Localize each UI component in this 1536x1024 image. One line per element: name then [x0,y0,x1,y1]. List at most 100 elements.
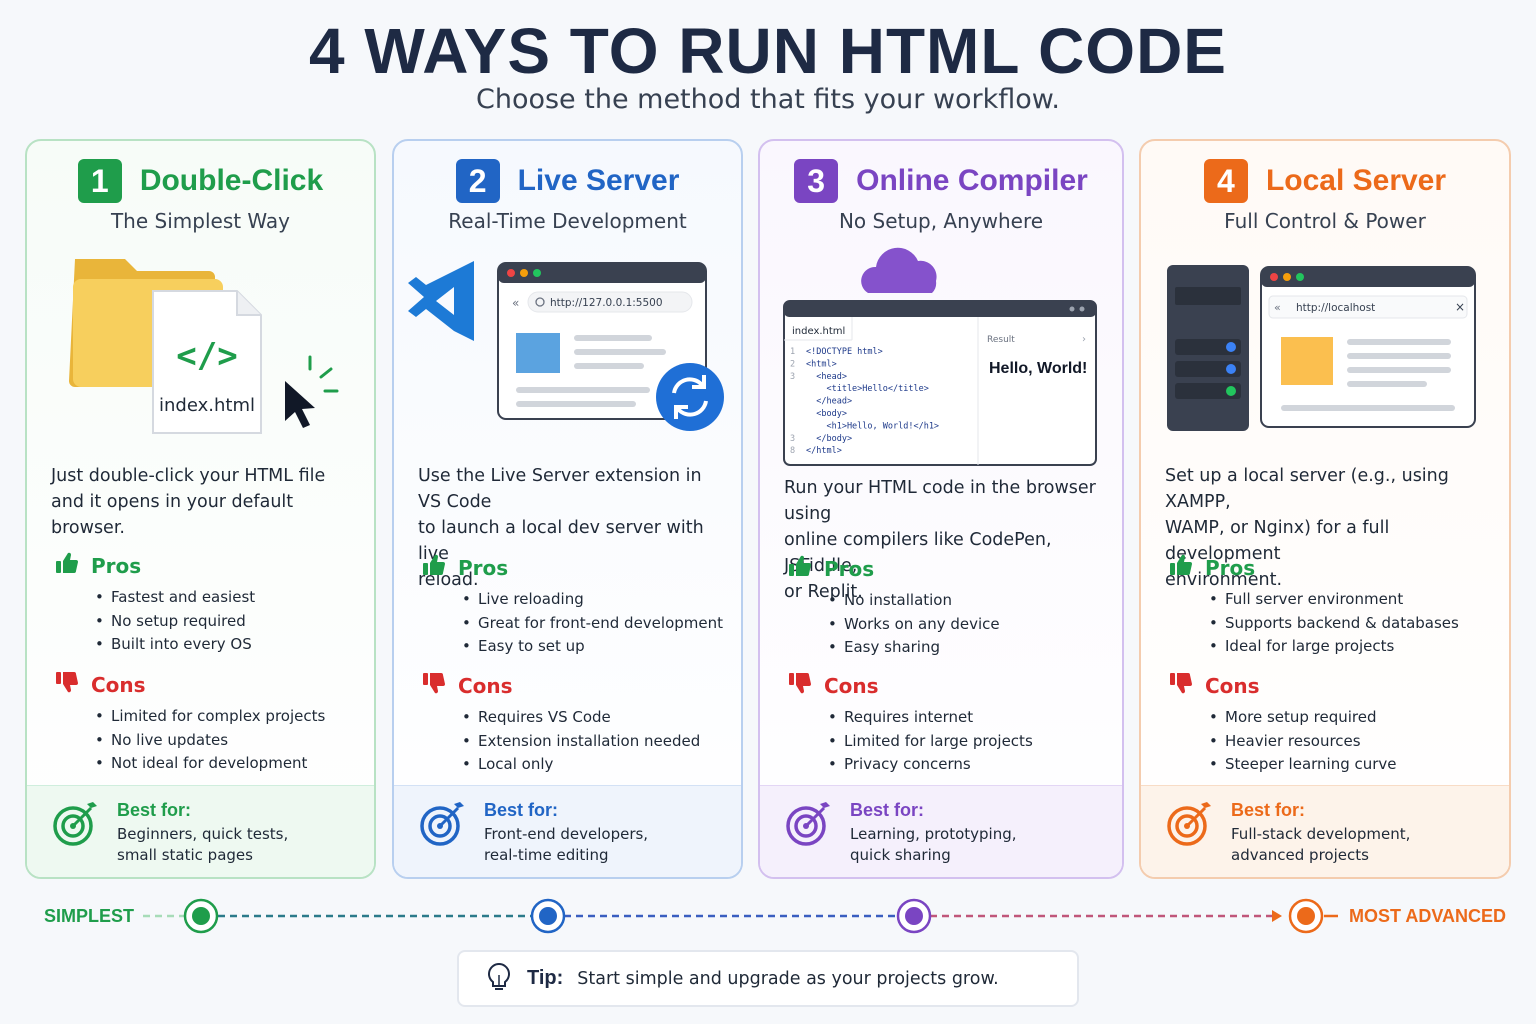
best-for-label: Best for: [850,800,925,820]
browser-window: « http://localhost × [1260,266,1476,428]
best-for-line: Learning, prototyping, [850,825,1017,843]
thumbs-up-icon [1169,553,1193,582]
pros-label: Pros [458,555,509,580]
cons-item: No live updates [95,729,364,753]
card-description-line: and it opens in your default browser. [51,492,294,538]
best-for-line: Beginners, quick tests, [117,825,289,843]
cons-item: Not ideal for development [95,752,364,776]
card-title: Double-Click [139,164,324,197]
browser-window: « http://127.0.0.1:5500 [497,262,707,420]
pros-item: Fastest and easiest [95,586,364,610]
vscode-icon [408,261,474,341]
best-for-label: Best for: [484,800,559,820]
card-subtitle: The Simplest Way [110,209,291,233]
cons-label: Cons [91,672,146,697]
code-line-number: 1 [790,347,795,357]
card-title: Live Server [517,164,680,197]
card-local-server: 4 Local Server Full Control & Power « ht… [1139,139,1511,879]
code-line: <html> [806,359,837,369]
card-online-compiler: 3 Online Compiler No Setup, Anywhere ind… [758,139,1124,879]
card-live-server: 2 Live Server Real-Time Development « ht… [392,139,743,879]
result-label: Result [987,335,1015,345]
code-line-number: 2 [790,359,795,369]
timeline-dot-orange [1288,898,1324,934]
refresh-icon [656,363,724,431]
browser-url: http://127.0.0.1:5500 [550,297,663,309]
html-file-icon [152,290,262,434]
thumbs-down-icon [1169,671,1193,700]
cloud-icon [861,247,937,293]
cons-item: Requires internet [828,706,1112,730]
target-icon [1165,800,1213,852]
server-tower-icon [1167,265,1249,431]
pros-item: Ideal for large projects [1209,635,1499,659]
code-lines: 1<!DOCTYPE html>2<html>3 <head> <title>H… [790,347,939,456]
page-subtitle: Choose the method that fits your workflo… [475,84,1060,115]
target-icon [784,800,832,852]
best-for-section: Best for: Full-stack development, advanc… [1141,785,1509,877]
cons-item: Privacy concerns [828,753,1112,777]
cons-label: Cons [458,673,513,698]
timeline-dot-blue [530,898,566,934]
timeline-end-label: MOST ADVANCED [1349,906,1506,926]
file-code-glyph: </> [176,336,237,376]
thumbs-down-icon [55,670,79,699]
svg-text:«: « [1274,301,1281,314]
card-description-line: Just double-click your HTML file [51,466,326,486]
timeline-dot-green [183,898,219,934]
timeline-dot-purple [896,898,932,934]
best-for-line: real-time editing [484,846,609,864]
thumbs-down-icon [422,671,446,700]
cons-item: Heavier resources [1209,730,1499,754]
cons-item: Limited for large projects [828,730,1112,754]
code-line-number: 3 [790,372,795,382]
card-description-line: Run your HTML code in the browser using [784,478,1096,524]
code-line-number: 3 [790,434,795,444]
cons-item: Limited for complex projects [95,705,364,729]
code-line: </head> [806,397,852,407]
cons-item: Requires VS Code [462,706,731,730]
pros-item: No setup required [95,610,364,634]
illustration-online-compiler: index.html Result › Hello, World! 1<!DOC… [760,241,1122,466]
best-for-label: Best for: [1231,800,1306,820]
thumbs-up-icon [788,554,812,583]
svg-text:«: « [512,296,519,310]
editor-tab: index.html [792,326,845,337]
pros-item: Supports backend & databases [1209,612,1499,636]
pros-item: Live reloading [462,588,731,612]
card-description-line: environment. [1165,570,1283,590]
card-subtitle: No Setup, Anywhere [838,209,1044,233]
card-subtitle: Full Control & Power [1224,209,1426,233]
cons-label: Cons [1205,673,1260,698]
card-number: 2 [455,159,500,203]
best-for-section: Best for: Beginners, quick tests, small … [27,785,374,877]
best-for-line: advanced projects [1231,846,1369,864]
tip-box: Tip: Start simple and upgrade as your pr… [457,950,1079,1007]
cons-item: Extension installation needed [462,730,731,754]
pros-label: Pros [824,556,875,581]
cons-item: More setup required [1209,706,1499,730]
cursor-icon [285,355,339,428]
pros-item: Full server environment [1209,588,1499,612]
timeline-start-label: SIMPLEST [44,906,135,926]
code-line-number: 8 [790,446,795,456]
pros-label: Pros [91,553,142,578]
code-line: <body> [806,409,847,419]
code-line: <!DOCTYPE html> [806,347,883,357]
page-title: 4 WAYS TO RUN HTML CODE [309,15,1227,87]
close-icon: × [1455,300,1465,314]
best-for-section: Best for: Front-end developers, real-tim… [394,785,741,877]
best-for-line: quick sharing [850,846,951,864]
best-for-section: Best for: Learning, prototyping, quick s… [760,785,1122,877]
target-icon [418,800,466,852]
tip-text: Start simple and upgrade as your project… [577,968,999,989]
best-for-line: small static pages [117,846,253,864]
lightbulb-icon [485,961,513,997]
illustration-live-server: « http://127.0.0.1:5500 [394,251,741,471]
tip-label: Tip: [527,967,564,989]
pros-item: Built into every OS [95,633,364,657]
illustration-folder: </> index.html [27,251,374,471]
code-line: <head> [806,372,847,382]
browser-url: http://localhost [1296,302,1375,314]
pros-item: Easy to set up [462,635,731,659]
